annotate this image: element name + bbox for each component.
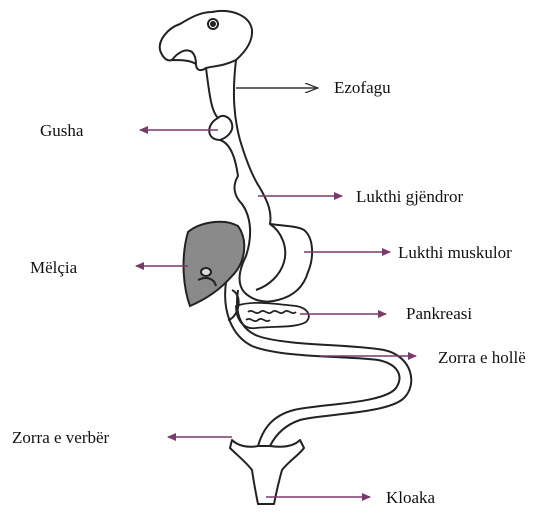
cloaca-and-ceca <box>230 440 304 504</box>
label-melcia: Mëlçia <box>30 259 77 276</box>
pancreas <box>236 303 309 328</box>
label-zorra-e-verber: Zorra e verbër <box>12 429 109 446</box>
label-ezofagu: Ezofagu <box>334 79 391 96</box>
label-pankreasi: Pankreasi <box>406 305 472 322</box>
label-kloaka: Kloaka <box>386 489 435 506</box>
bird-head <box>160 11 252 70</box>
label-lukthi-muskulor: Lukthi muskulor <box>398 244 512 261</box>
label-gusha: Gusha <box>40 122 83 139</box>
label-lukthi-gjendror: Lukthi gjëndror <box>356 188 463 205</box>
label-zorra-e-holle: Zorra e hollë <box>438 349 526 366</box>
